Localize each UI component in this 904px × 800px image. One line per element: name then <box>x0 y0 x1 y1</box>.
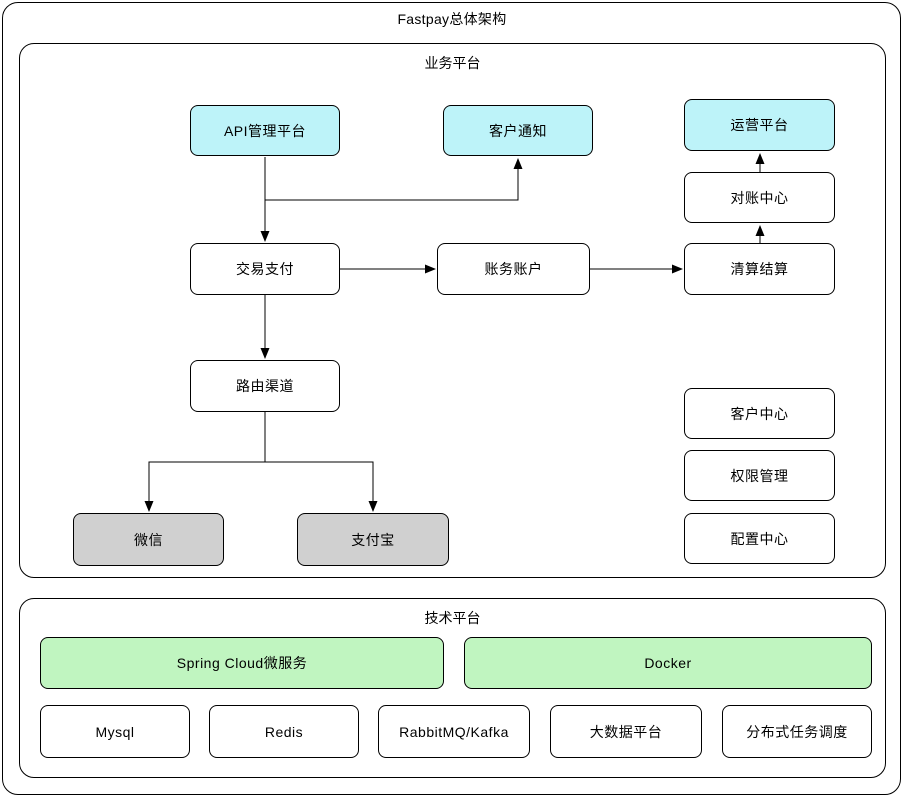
panel-tech: 技术平台 <box>19 598 886 778</box>
node-account: 账务账户 <box>437 243 590 295</box>
node-routing-channel: 路由渠道 <box>190 360 340 412</box>
node-distributed-scheduler: 分布式任务调度 <box>722 705 872 758</box>
node-mysql: Mysql <box>40 705 190 758</box>
node-customer-center: 客户中心 <box>684 388 835 439</box>
node-trade-payment: 交易支付 <box>190 243 340 295</box>
panel-label-tech: 技术平台 <box>424 610 481 626</box>
node-wechat: 微信 <box>73 513 224 566</box>
node-redis: Redis <box>209 705 359 758</box>
node-docker: Docker <box>464 637 872 689</box>
node-customer-notify: 客户通知 <box>443 105 593 156</box>
diagram-title: Fastpay总体架构 <box>397 11 507 27</box>
node-permission-management: 权限管理 <box>684 450 835 501</box>
node-clearing-settlement: 清算结算 <box>684 243 835 295</box>
node-spring-cloud: Spring Cloud微服务 <box>40 637 444 689</box>
node-config-center: 配置中心 <box>684 513 835 564</box>
node-alipay: 支付宝 <box>297 513 449 566</box>
node-api-platform: API管理平台 <box>190 105 340 156</box>
node-operation-platform: 运营平台 <box>684 99 835 151</box>
panel-business: 业务平台 <box>19 43 886 578</box>
panel-label-business: 业务平台 <box>424 55 481 71</box>
node-reconciliation-center: 对账中心 <box>684 172 835 223</box>
node-rabbitmq-kafka: RabbitMQ/Kafka <box>378 705 530 758</box>
node-bigdata-platform: 大数据平台 <box>550 705 702 758</box>
